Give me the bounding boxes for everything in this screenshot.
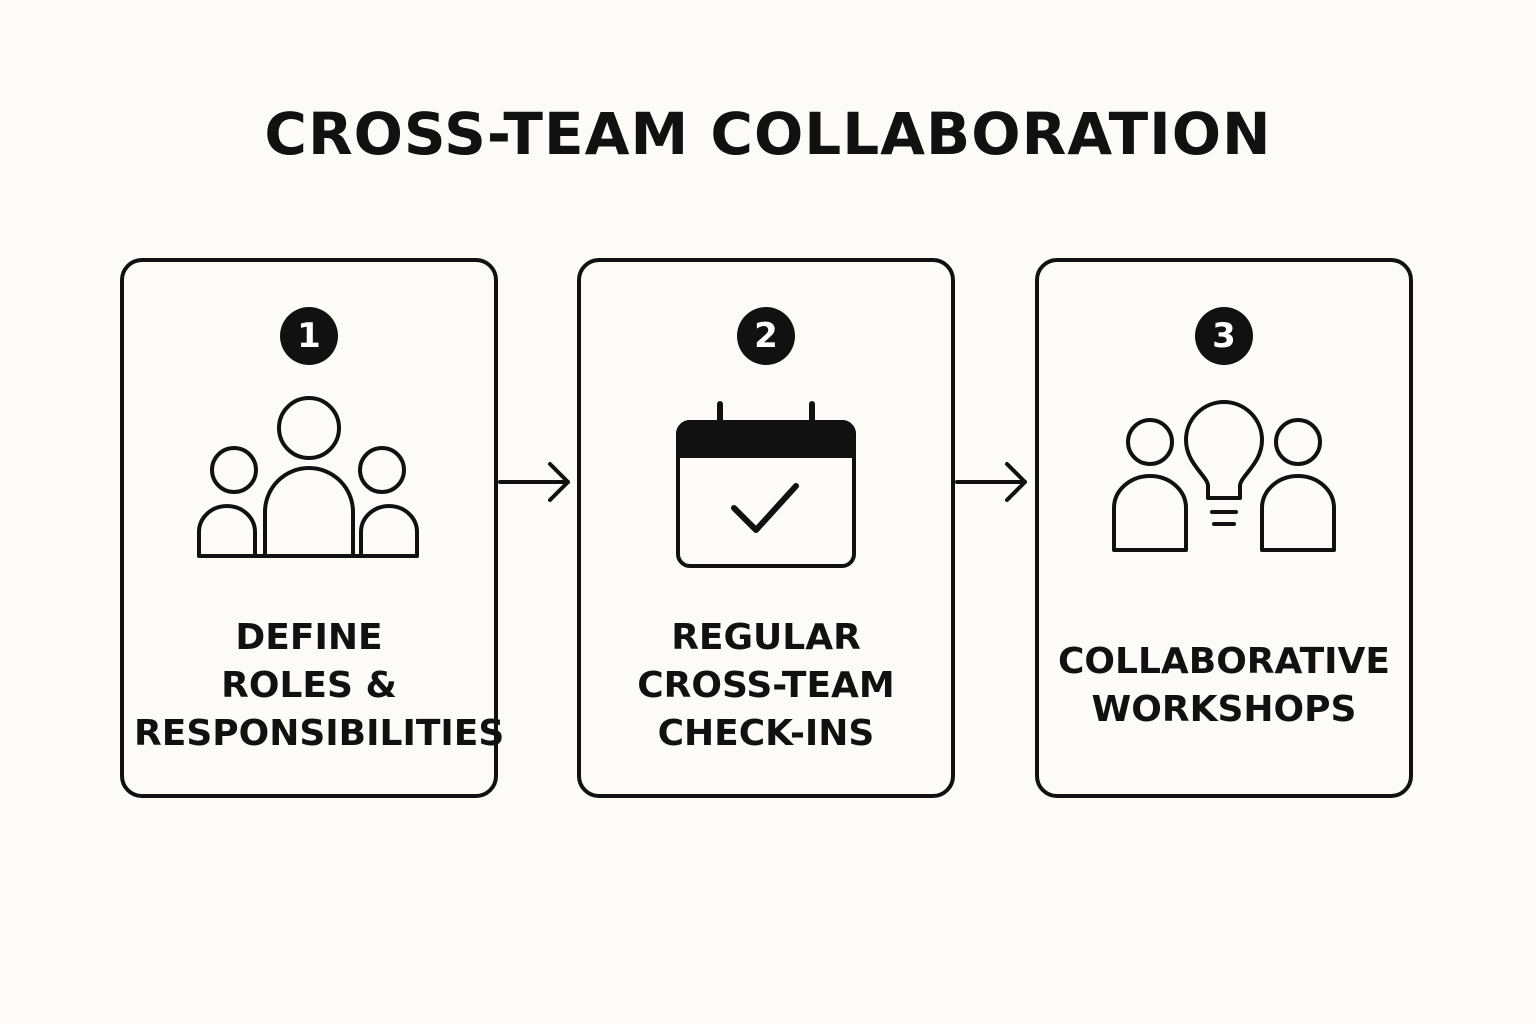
step-label-line: WORKSHOPS <box>1091 689 1357 730</box>
calendar-check-icon <box>646 394 886 570</box>
diagram-title: CROSS-TEAM COLLABORATION <box>264 100 1272 168</box>
team-people-icon <box>189 394 429 570</box>
step-card-check-ins: 2 REGULAR CROSS-TEAM CHECK-INS <box>577 258 955 798</box>
arrow-right-icon <box>955 458 1031 506</box>
step-number-badge: 2 <box>737 307 795 365</box>
step-number-badge: 3 <box>1195 307 1253 365</box>
step-label-line: REGULAR <box>671 617 861 658</box>
step-label-line: ROLES & <box>221 665 397 706</box>
step-number-badge: 1 <box>280 307 338 365</box>
step-label-line: CROSS-TEAM <box>637 665 895 706</box>
step-card-define-roles: 1 DEFINE ROLES & RESPONSIBILITIES <box>120 258 505 798</box>
arrow-right-icon <box>498 458 574 506</box>
step-card-workshops: 3 COLLABORATIVE WORKSHOPS <box>1035 258 1413 798</box>
people-lightbulb-icon <box>1104 394 1344 570</box>
step-label-line: DEFINE <box>235 617 383 658</box>
step-label-line: CHECK-INS <box>657 713 875 754</box>
step-label: COLLABORATIVE WORKSHOPS <box>1049 638 1399 734</box>
step-label: REGULAR CROSS-TEAM CHECK-INS <box>591 614 941 758</box>
step-label-line: RESPONSIBILITIES <box>134 713 505 754</box>
step-label: DEFINE ROLES & RESPONSIBILITIES <box>134 614 505 758</box>
step-label-line: COLLABORATIVE <box>1058 641 1390 682</box>
